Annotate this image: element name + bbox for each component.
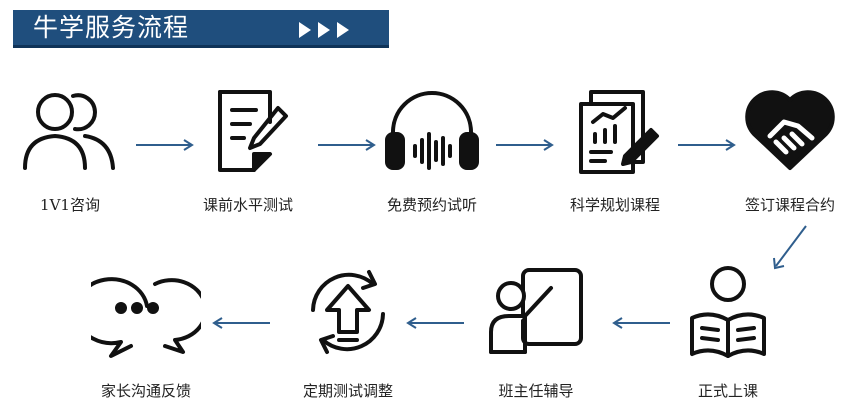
flow-arrow: [136, 139, 194, 151]
step-planning: 科学规划课程: [545, 82, 685, 222]
flow-arrow: [612, 317, 670, 329]
chat-bubbles-icon: [91, 277, 201, 358]
step-label: 科学规划课程: [569, 196, 660, 214]
teacher-board-icon: [489, 268, 583, 354]
step-label: 免费预约试听: [386, 196, 477, 214]
step-tutor: 班主任辅导: [466, 262, 606, 412]
flow-arrow: [678, 139, 736, 151]
step-contract: 签订课程合约: [720, 82, 860, 222]
triple-arrow-icon: [299, 22, 349, 38]
flow-arrow: [496, 139, 554, 151]
flow-arrow: [212, 317, 270, 329]
flow-arrow: [406, 317, 464, 329]
flow-arrow: [318, 139, 376, 151]
page-title: 牛学服务流程: [33, 13, 190, 42]
step-trial: 免费预约试听: [362, 82, 502, 222]
step-label: 家长沟通反馈: [100, 382, 191, 400]
reading-person-icon: [690, 266, 766, 358]
step-pretest: 课前水平测试: [178, 82, 318, 222]
title-banner: 牛学服务流程: [13, 10, 389, 48]
planning-doc-icon: [579, 90, 659, 174]
step-periodic-test: 定期测试调整: [278, 262, 418, 412]
step-parent-feedback: 家长沟通反馈: [76, 262, 216, 412]
step-label: 正式上课: [697, 382, 758, 400]
step-label: 定期测试调整: [302, 382, 393, 400]
headphones-icon: [385, 91, 479, 170]
step-label: 签订课程合约: [744, 196, 835, 214]
test-paper-icon: [218, 90, 288, 172]
handshake-icon: [745, 90, 835, 170]
step-class: 正式上课: [658, 262, 798, 412]
step-label: 1V1咨询: [40, 196, 100, 214]
step-label: 班主任辅导: [498, 382, 574, 400]
people-icon: [23, 93, 115, 170]
cycle-upload-icon: [311, 270, 385, 354]
step-label: 课前水平测试: [202, 196, 293, 214]
flow-arrow-diagonal: [773, 225, 807, 270]
step-consult: 1V1咨询: [0, 82, 140, 222]
